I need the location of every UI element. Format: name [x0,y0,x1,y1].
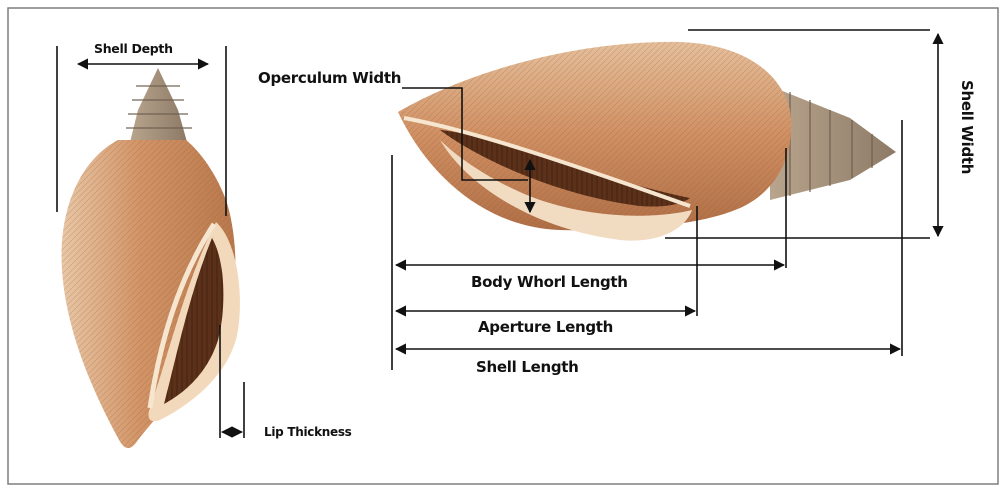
label-shell-width: Shell Width [958,80,976,174]
label-operculum-width: Operculum Width [258,69,401,87]
label-body-whorl-length: Body Whorl Length [471,273,628,291]
label-aperture-length: Aperture Length [478,318,613,336]
label-lip-thickness: Lip Thickness [264,425,352,439]
label-shell-length: Shell Length [476,358,579,376]
label-shell-depth: Shell Depth [94,41,173,56]
